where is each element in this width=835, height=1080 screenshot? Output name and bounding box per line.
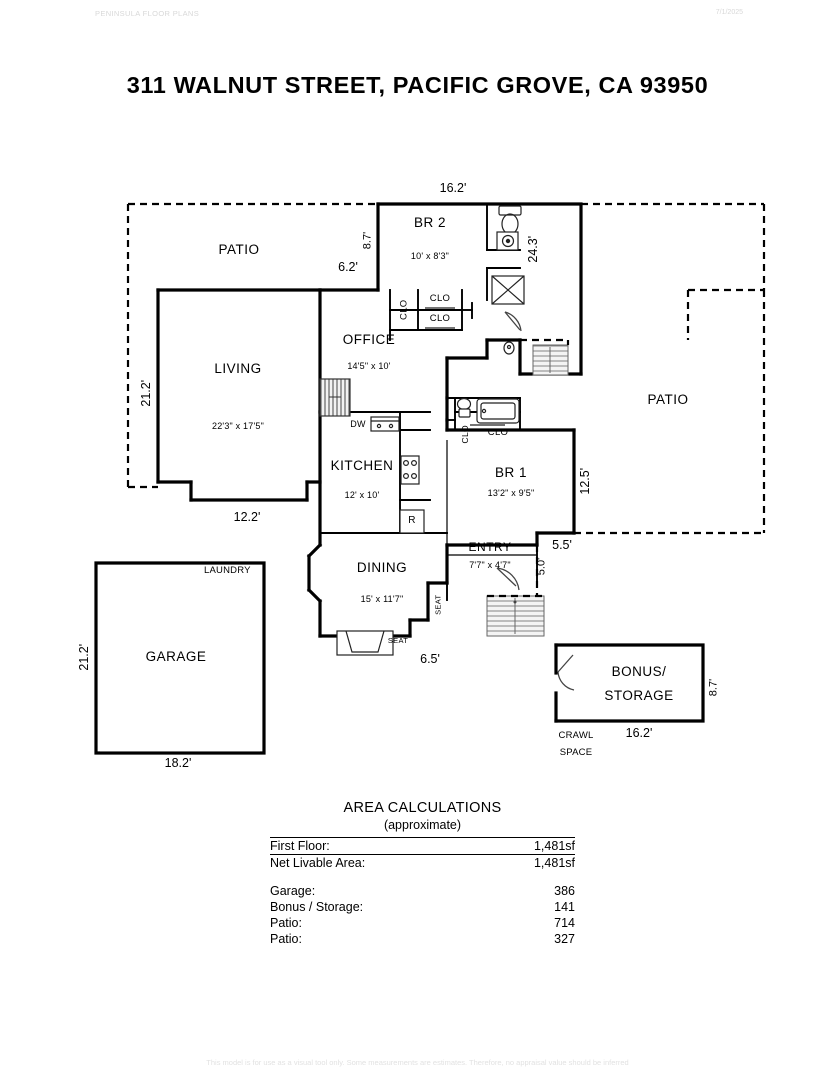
area-calculations-subtitle: (approximate) bbox=[383, 818, 462, 832]
page-title: 311 WALNUT STREET, PACIFIC GROVE, CA 939… bbox=[126, 72, 709, 98]
room-label-br2: BR 2 bbox=[413, 215, 447, 230]
room-dim-br1: 13'2" x 9'5" bbox=[487, 488, 535, 498]
appliance-label-dishwasher: DW bbox=[350, 419, 366, 429]
room-label-patio-right: PATIO bbox=[647, 392, 689, 407]
dimension-garage-bottom: 18.2' bbox=[164, 756, 192, 770]
area-row-label: First Floor: bbox=[270, 837, 484, 855]
dimension-br2-left: 8.7' bbox=[361, 231, 374, 250]
room-label-entry: ENTRY bbox=[468, 540, 512, 554]
dimension-garage-left: 21.2' bbox=[76, 643, 91, 671]
room-dim-dining: 15' x 11'7" bbox=[360, 594, 404, 604]
dimension-right-upper: 24.3' bbox=[525, 235, 540, 263]
area-row-value: 327 bbox=[554, 932, 575, 946]
room-label-bonus-line2: STORAGE bbox=[604, 688, 674, 703]
room-label-bonus-line1: BONUS/ bbox=[611, 664, 667, 679]
dimension-dining-bottom: 6.5' bbox=[420, 652, 440, 666]
closet-label-br1-main: CLO bbox=[487, 427, 509, 438]
area-calculations-table: First Floor: 1,481sf Net Livable Area: 1… bbox=[270, 837, 575, 947]
header-date-label: 7/1/2025 bbox=[715, 9, 743, 16]
room-dim-office: 14'5" x 10' bbox=[347, 361, 391, 371]
closet-label-br2-upper: CLO bbox=[429, 293, 451, 304]
table-spacer-row bbox=[270, 871, 575, 883]
room-dim-br2: 10' x 8'3" bbox=[410, 251, 450, 261]
room-dim-entry: 7'7" x 4'7" bbox=[469, 560, 511, 570]
table-row: Net Livable Area: 1,481sf bbox=[270, 854, 575, 871]
room-label-dining: DINING bbox=[356, 560, 408, 575]
closet-label-br2-lower: CLO bbox=[429, 313, 451, 324]
area-row-value: 386 bbox=[554, 884, 575, 898]
room-label-living: LIVING bbox=[214, 361, 262, 376]
room-label-kitchen: KITCHEN bbox=[330, 458, 394, 473]
table-row: Garage: 386 bbox=[270, 883, 575, 899]
dimension-bonus-bottom: 16.2' bbox=[625, 726, 653, 740]
label-crawl-space-line2: SPACE bbox=[559, 747, 593, 758]
room-label-patio-left: PATIO bbox=[218, 242, 260, 257]
area-calculations-title: AREA CALCULATIONS bbox=[343, 800, 502, 816]
area-row-value: 141 bbox=[554, 900, 575, 914]
dimension-entry-right: 5.5' bbox=[552, 538, 572, 552]
dimension-patio-step: 6.2' bbox=[338, 260, 358, 274]
dimension-living-bottom: 12.2' bbox=[233, 510, 261, 524]
area-calculations-section: AREA CALCULATIONS (approximate) First Fl… bbox=[270, 800, 575, 947]
area-row-label: Net Livable Area: bbox=[270, 854, 484, 871]
dimension-entry-right-small: 5.0' bbox=[535, 557, 548, 576]
area-row-label: Bonus / Storage: bbox=[270, 900, 364, 914]
table-row: Patio: 714 bbox=[270, 915, 575, 931]
closet-label-br2-vertical: CLO bbox=[398, 299, 410, 320]
footer-disclaimer: This model is for use as a visual tool o… bbox=[206, 1058, 629, 1067]
area-row-value: 1,481sf bbox=[483, 854, 575, 871]
label-crawl-space-line1: CRAWL bbox=[558, 730, 594, 741]
dimension-top-main: 16.2' bbox=[439, 181, 467, 195]
room-label-laundry: LAUNDRY bbox=[204, 565, 251, 576]
floor-plan-drawing bbox=[94, 202, 766, 755]
header-company-label: PENINSULA FLOOR PLANS bbox=[95, 9, 200, 18]
room-label-garage: GARAGE bbox=[145, 649, 207, 664]
room-label-br1: BR 1 bbox=[494, 465, 528, 480]
seat-label-vertical: SEAT bbox=[433, 594, 443, 615]
table-row: First Floor: 1,481sf bbox=[270, 837, 575, 855]
area-row-label: Patio: bbox=[270, 932, 302, 946]
room-label-office: OFFICE bbox=[342, 332, 396, 347]
table-row: Patio: 327 bbox=[270, 931, 575, 947]
room-dim-kitchen: 12' x 10' bbox=[344, 490, 380, 500]
dimension-bonus-right: 8.7' bbox=[707, 678, 720, 697]
table-row: Bonus / Storage: 141 bbox=[270, 899, 575, 915]
area-row-label: Garage: bbox=[270, 884, 316, 898]
area-row-value: 1,481sf bbox=[483, 837, 575, 855]
appliance-label-refrigerator: R bbox=[408, 515, 416, 526]
room-dim-living: 22'3" x 17'5" bbox=[212, 421, 264, 431]
seat-label-horizontal: SEAT bbox=[387, 636, 409, 645]
dimension-living-left: 21.2' bbox=[138, 379, 153, 407]
closet-label-br1-vertical: CLO bbox=[459, 425, 470, 444]
dimension-br1-right: 12.5' bbox=[577, 467, 592, 495]
area-row-label: Patio: bbox=[270, 916, 302, 930]
area-row-value: 714 bbox=[554, 916, 575, 930]
